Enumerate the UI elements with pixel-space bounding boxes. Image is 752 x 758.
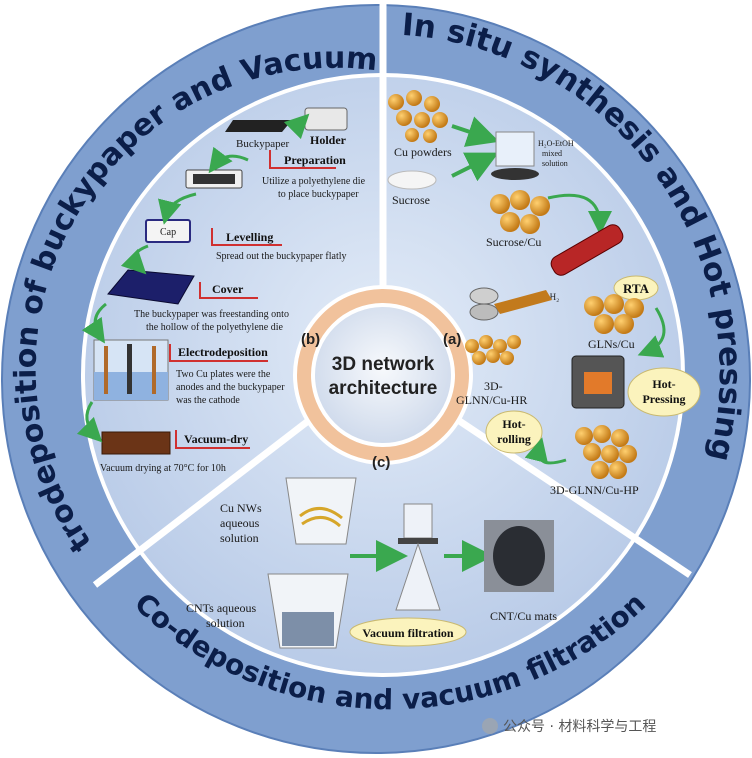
note-electro-3: was the cathode <box>176 395 240 406</box>
arrow-to-dry <box>76 401 103 443</box>
cnts-label-2: solution <box>206 616 245 630</box>
rolling-machine-image <box>469 287 552 321</box>
step-electrodeposition: Electrodeposition <box>178 345 268 359</box>
marker-a: (a) <box>443 331 461 348</box>
sucrose-cu-image <box>490 190 550 234</box>
marker-c: (c) <box>372 454 390 471</box>
hp-label: 3D-GLNN/Cu-HP <box>550 483 639 497</box>
cnt-cu-mats-label: CNT/Cu mats <box>490 609 557 623</box>
step-levelling: Levelling <box>226 230 273 244</box>
buckypaper-image <box>225 120 292 132</box>
dried-buckypaper-image <box>101 431 171 455</box>
hot-rolling-label-2: rolling <box>497 432 531 446</box>
vacuum-filtration-pill <box>349 617 467 647</box>
glnn-cu-hr-image <box>465 335 521 365</box>
arrow-to-die <box>208 146 249 174</box>
cu-nws-beaker-image <box>285 477 357 545</box>
note-electro-2: anodes and the buckypaper <box>176 382 285 393</box>
hr-label-2: GLNN/Cu-HR <box>456 393 527 407</box>
solution-label-3: solution <box>542 159 568 168</box>
divider-bottom-right <box>438 405 692 578</box>
sucrose-image <box>387 170 437 190</box>
hot-pressing-pill <box>627 367 701 417</box>
vacuum-filtration-label: Vacuum filtration <box>362 626 454 640</box>
solution-label-2: mixed <box>542 149 562 158</box>
rta-furnace-image <box>550 224 624 276</box>
step-preparation: Preparation <box>284 153 346 167</box>
holder-label: Holder <box>310 133 347 147</box>
step-cover: Cover <box>212 282 244 296</box>
arrow-to-cell <box>81 302 107 344</box>
center-disc <box>311 303 455 447</box>
center-title-line1: 3D network <box>332 354 435 375</box>
solution-label-1: H₂O-EtOH <box>538 139 574 148</box>
arrow-to-press <box>637 307 666 358</box>
hot-pressing-label-2: Pressing <box>642 392 685 406</box>
marker-b: (b) <box>301 331 320 348</box>
note-electro-1: Two Cu plates were the <box>176 369 271 380</box>
glns-cu-image <box>584 294 644 334</box>
left-panel: Buckypaper Holder Preparation Utilize a … <box>76 107 366 474</box>
cu-nws-label-3: solution <box>220 531 259 545</box>
note-preparation-1: Utilize a polyethylene die <box>262 176 366 187</box>
vacuum-filtration-image <box>395 503 441 611</box>
step-vacuum-dry: Vacuum-dry <box>184 432 248 446</box>
note-levelling: Spread out the buckypaper flatly <box>216 251 347 262</box>
watermark: 公众号 · 材料科学与工程 <box>503 719 656 735</box>
cu-powders-label: Cu powders <box>394 145 452 159</box>
note-cover-1: The buckypaper was freestanding onto <box>134 309 289 320</box>
cnts-label-1: CNTs aqueous <box>186 601 256 615</box>
arrow-hot-rolling <box>524 437 567 465</box>
holder-image <box>304 107 348 131</box>
arrow-to-cap <box>158 192 197 225</box>
hot-pressing-label-1: Hot- <box>652 377 675 391</box>
hr-label-1: 3D- <box>484 379 503 393</box>
rta-label: RTA <box>623 281 650 296</box>
buckypaper-label: Buckypaper <box>236 138 289 150</box>
center-title-line2: architecture <box>329 378 438 399</box>
cover-image <box>107 269 195 305</box>
cu-powders-image <box>388 90 448 143</box>
arrow-to-furnace <box>547 193 612 235</box>
glns-cu-label: GLNs/Cu <box>588 337 635 351</box>
glnn-cu-hp-image <box>575 425 637 479</box>
note-vacuum: Vacuum drying at 70°C for 10h <box>100 463 226 474</box>
stirrer-beaker-image <box>495 131 535 167</box>
sucrose-cu-label: Sucrose/Cu <box>486 235 541 249</box>
cap-label: Cap <box>160 227 176 238</box>
sucrose-label: Sucrose <box>392 193 430 207</box>
note-preparation-2: to place buckypaper <box>278 189 359 200</box>
right-panel: Cu powders Sucrose H₂O-EtOH mixed soluti… <box>387 90 701 497</box>
divider-bottom-left <box>92 405 328 588</box>
bottom-panel: Cu NWs aqueous solution CNTs aqueous sol… <box>186 477 557 649</box>
wechat-icon <box>482 718 498 734</box>
cu-nws-label-2: aqueous <box>220 516 260 530</box>
arrow-to-cover <box>120 244 149 275</box>
hot-rolling-label-1: Hot- <box>502 417 525 431</box>
cu-nws-label-1: Cu NWs <box>220 501 262 515</box>
note-cover-2: the hollow of the polyethylene die <box>146 322 283 333</box>
